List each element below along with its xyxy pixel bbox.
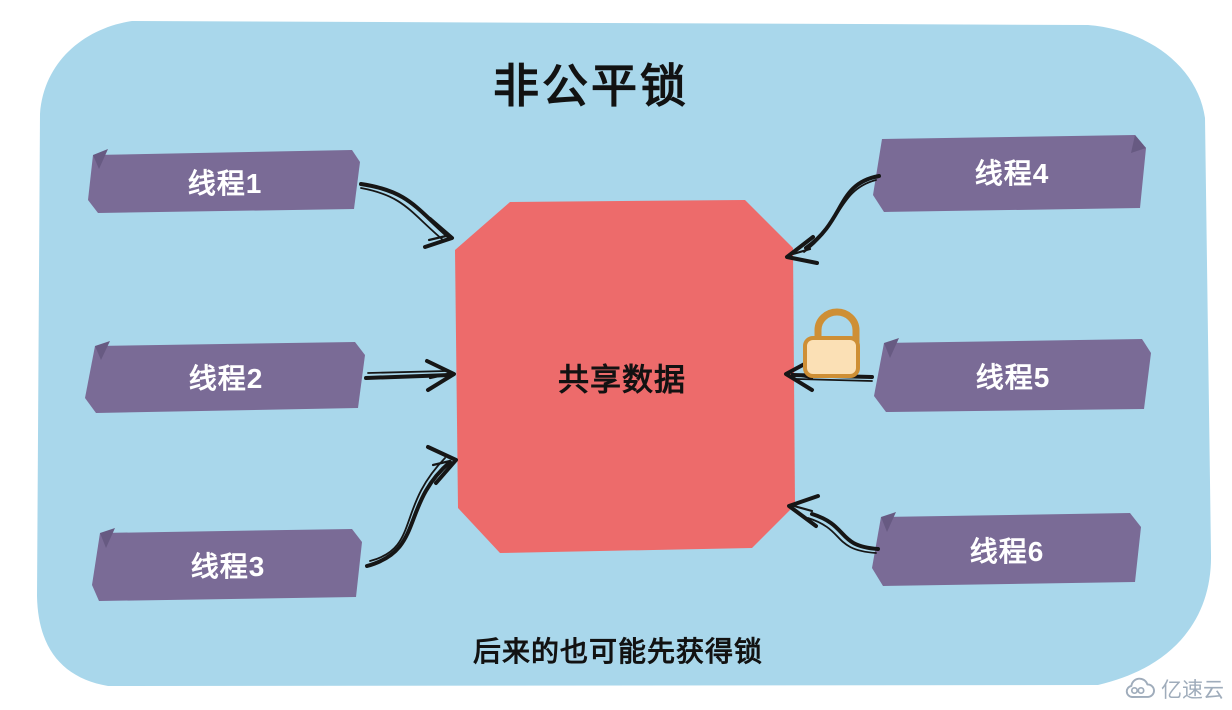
thread-5-label: 线程5 xyxy=(975,362,1051,393)
thread-3-label: 线程3 xyxy=(190,551,266,582)
thread-box-1-fold xyxy=(93,149,108,169)
lock-icon xyxy=(803,308,860,378)
thread-box-2-shape xyxy=(85,342,365,413)
cloud-icon xyxy=(1125,677,1155,698)
thread-2-label: 线程2 xyxy=(188,363,264,394)
thread-4-label: 线程4 xyxy=(974,158,1050,189)
thread-box-4-shape xyxy=(873,135,1146,212)
arrow-thread2-to-center xyxy=(364,359,456,392)
thread-box-3-fold xyxy=(100,528,115,548)
lock-body xyxy=(803,336,860,378)
shared-data-label: 共享数据 xyxy=(558,362,686,398)
arrow-thread6-to-center xyxy=(787,494,880,554)
watermark-text: 亿速云 xyxy=(1161,679,1224,702)
thread-box-6-shape xyxy=(872,513,1141,586)
thread-box-3-shape xyxy=(92,529,362,601)
arrow-thread3-to-center xyxy=(365,445,458,568)
shared-data-shape xyxy=(455,200,795,553)
thread-box-6-fold xyxy=(881,512,896,532)
arrow-thread1-to-center xyxy=(359,182,454,249)
page-title: 非公平锁 xyxy=(493,60,689,112)
thread-box-4-fold xyxy=(1131,135,1146,153)
lock-shackle xyxy=(814,308,860,346)
caption-text: 后来的也可能先获得锁 xyxy=(472,636,763,667)
thread-6-label: 线程6 xyxy=(969,536,1045,567)
thread-box-2-fold xyxy=(95,341,110,360)
thread-box-5-fold xyxy=(884,338,899,358)
watermark: 亿速云 xyxy=(1124,674,1224,704)
thread-1-label: 线程1 xyxy=(187,168,263,199)
thread-box-5-shape xyxy=(874,339,1151,412)
arrow-thread4-to-center xyxy=(785,174,881,265)
thread-box-1-shape xyxy=(88,150,360,213)
